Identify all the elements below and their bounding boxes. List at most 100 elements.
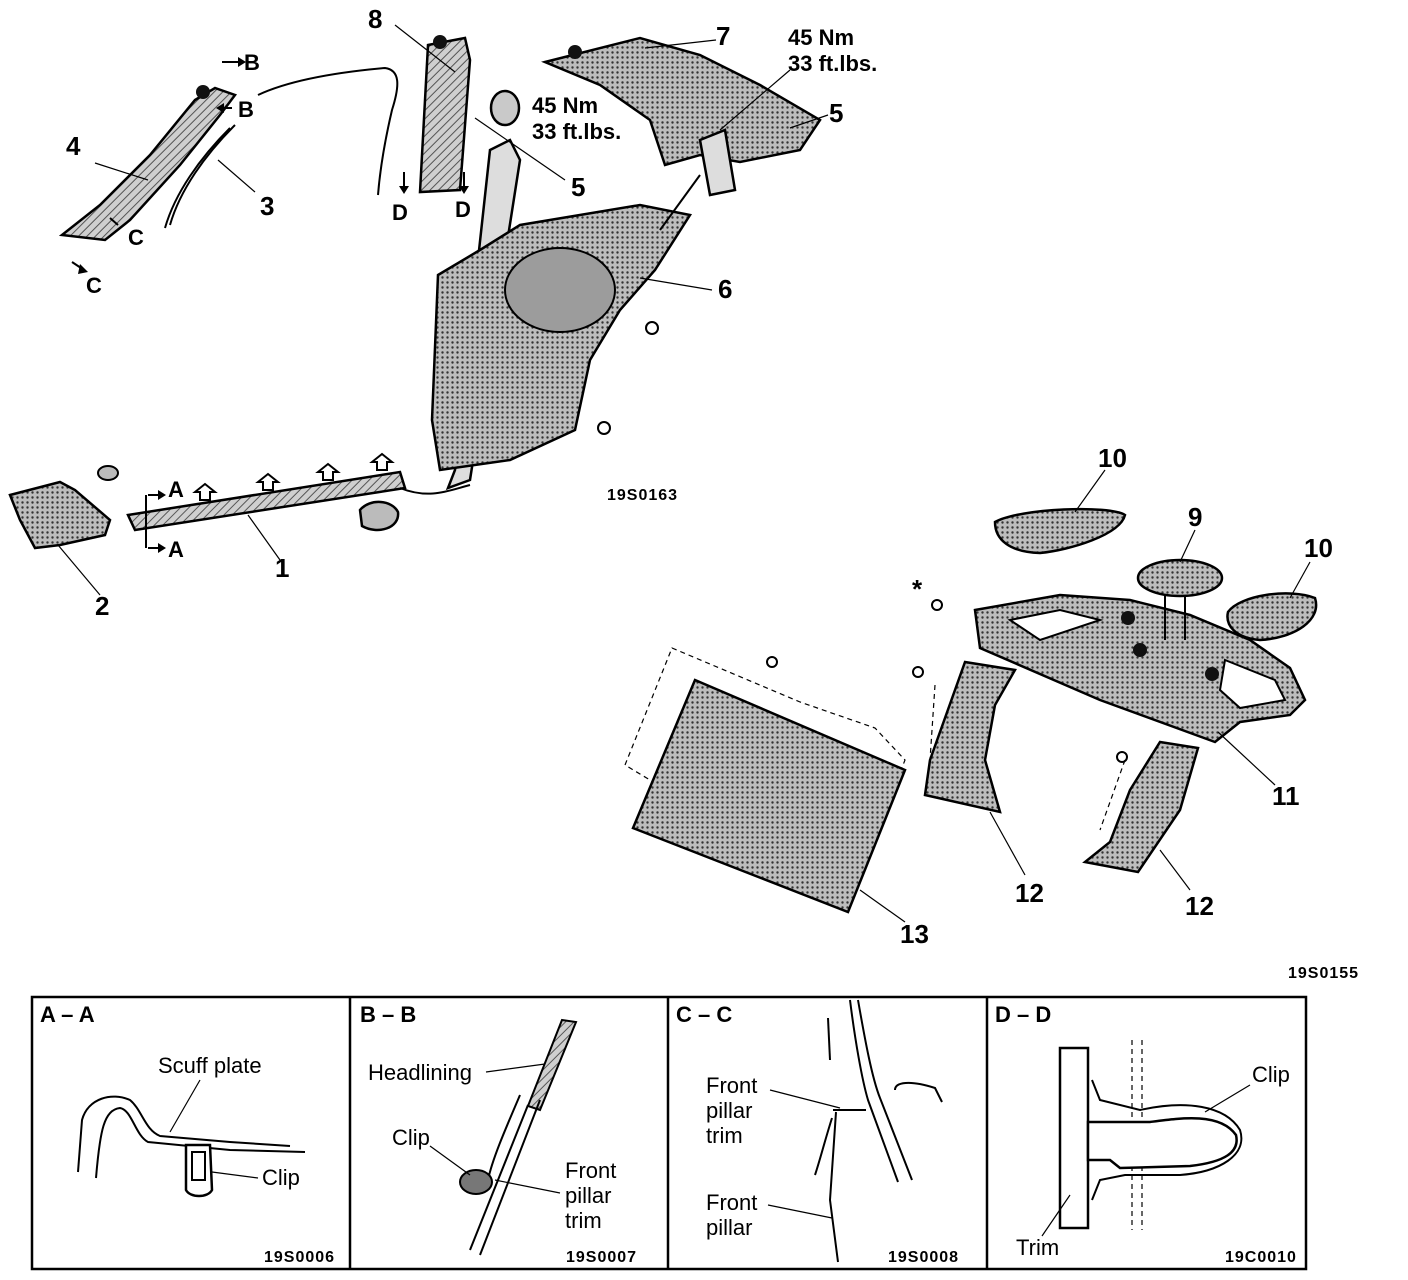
weatherstrip-section	[894, 1082, 943, 1103]
scuff-plate-part	[126, 470, 407, 532]
roof-trim-part	[257, 66, 399, 196]
screw-icon	[766, 656, 778, 668]
callout-scuff-plate: Scuff plate	[158, 1053, 262, 1078]
upper-exploded-view	[8, 35, 822, 550]
rear-end-trim-opening	[1218, 658, 1287, 710]
callout-trim-d: Trim	[1016, 1235, 1059, 1260]
callout-clip-a: Clip	[262, 1165, 300, 1190]
section-code-d: 19C0010	[1225, 1249, 1297, 1266]
scuff-plate-section	[77, 1095, 291, 1173]
section-views: A – A Scuff plate Clip 19S0006 B – B Hea…	[30, 995, 1308, 1271]
callout-pillar-b: pillar	[565, 1183, 611, 1208]
asterisk-marker: *	[912, 574, 923, 604]
bolt-icon	[597, 421, 611, 435]
rear-anchor-part	[358, 500, 400, 532]
rear-belt-guide-part	[698, 128, 737, 197]
speaker-cover-right-part	[1226, 592, 1318, 642]
rear-side-trim-right-part	[1082, 740, 1200, 874]
weatherstrip-part	[164, 127, 231, 229]
section-marker-c-top: C	[128, 225, 144, 250]
callout-clip-b: Clip	[392, 1125, 430, 1150]
figure-code-lower: 19S0155	[1288, 965, 1359, 982]
section-title-c-c: C – C	[676, 1002, 732, 1027]
scuff-plate-section-inner	[95, 1106, 306, 1179]
section-marker-a-top: A	[168, 477, 184, 502]
part-number-7: 7	[716, 21, 730, 51]
rear-pillar-trim-part	[541, 36, 822, 167]
section-panel-d-d: D – D Clip Trim 19C0010	[995, 1002, 1297, 1266]
pillar-section	[479, 1099, 541, 1256]
kick-panel-part	[8, 480, 112, 550]
trim-section-shape	[1058, 1046, 1090, 1230]
pillar-section	[849, 999, 899, 1183]
clip-arrow-icon	[369, 452, 395, 471]
section-marker-a-bottom: A	[168, 537, 184, 562]
clip-section-shape	[459, 1169, 493, 1195]
rear-side-trim-right-dashed-outline	[1099, 759, 1126, 831]
section-code-b: 19S0007	[566, 1249, 637, 1266]
part-number-3: 3	[260, 191, 274, 221]
screw-icon	[931, 599, 943, 611]
callout-trim-c1: trim	[706, 1123, 743, 1148]
grommet-part	[97, 465, 119, 481]
section-panel-b-b: B – B Headlining Clip Front pillar trim …	[360, 1002, 637, 1266]
part-number-2: 2	[95, 591, 109, 621]
part-number-4: 4	[66, 131, 81, 161]
speaker-cover-left-part	[993, 507, 1127, 555]
clip-arrow-icon	[255, 472, 281, 491]
callout-trim-b: trim	[565, 1208, 602, 1233]
clip-icon	[568, 45, 582, 59]
section-marker-c-bottom: C	[86, 273, 102, 298]
section-marker-arrows	[71, 57, 469, 553]
pillar-section	[828, 1111, 839, 1263]
clip-arrow-icon	[192, 482, 218, 501]
torque-ftlbs-left: 33 ft.lbs.	[532, 119, 621, 144]
lower-exploded-view	[624, 507, 1318, 914]
callout-pillar-c2: pillar	[706, 1215, 752, 1240]
callout-pillar-c1: pillar	[706, 1098, 752, 1123]
lower-leader-lines	[859, 469, 1311, 923]
part-number-11: 11	[1272, 781, 1300, 811]
section-marker-b-top: B	[244, 50, 260, 75]
clip-icon	[1121, 611, 1135, 625]
center-pillar-upper-trim-part	[418, 36, 472, 194]
upper-part-numbers: 1 2 3 4 5 5 6 7 8 45 Nm 33 ft.lbs. 45 Nm…	[66, 4, 877, 621]
section-title-a-a: A – A	[40, 1002, 95, 1027]
clip-section-shape-outer	[1091, 1079, 1243, 1201]
luggage-floor-mat-part	[631, 678, 907, 914]
section-panel-a-a: A – A Scuff plate Clip 19S0006	[40, 1002, 335, 1266]
section-code-c: 19S0008	[888, 1249, 959, 1266]
speaker-opening	[504, 247, 616, 333]
torque-ftlbs-right: 33 ft.lbs.	[788, 51, 877, 76]
part-number-5-right: 5	[829, 98, 843, 128]
luggage-floor-mat-dashed-outline	[624, 647, 906, 901]
clip-section-shape-inner	[191, 1151, 206, 1181]
front-pillar-trim-part	[58, 86, 238, 242]
scuff-plate-rail	[399, 484, 471, 495]
section-marker-d-right: D	[455, 197, 471, 222]
callout-clip-d: Clip	[1252, 1062, 1290, 1087]
clip-icon	[433, 35, 447, 49]
section-marker-d-left: D	[392, 200, 408, 225]
torque-nm-left: 45 Nm	[532, 93, 598, 118]
rear-end-trim-opening	[1007, 608, 1104, 642]
part-number-5-left: 5	[571, 172, 585, 202]
lower-part-numbers: 9 10 10 11 12 12 13 * 19S0155	[900, 443, 1359, 982]
section-code-a: 19S0006	[264, 1249, 335, 1266]
callout-headlining: Headlining	[368, 1060, 472, 1085]
part-number-1: 1	[275, 553, 289, 583]
pillar-section	[469, 1104, 529, 1251]
trim-section	[827, 1017, 831, 1061]
section-marker-b-bottom: B	[238, 97, 254, 122]
screw-icon	[912, 666, 924, 678]
weatherstrip-part	[169, 124, 236, 226]
belt-to-panel-link	[659, 174, 701, 231]
upper-leader-lines	[57, 24, 829, 596]
part-number-10-right: 10	[1304, 533, 1333, 563]
clip-section-shape	[1086, 1116, 1238, 1170]
screw-icon	[1116, 751, 1128, 763]
callout-front-c1: Front	[706, 1073, 757, 1098]
clip-icon	[196, 85, 210, 99]
part-number-12-left: 12	[1015, 878, 1044, 908]
